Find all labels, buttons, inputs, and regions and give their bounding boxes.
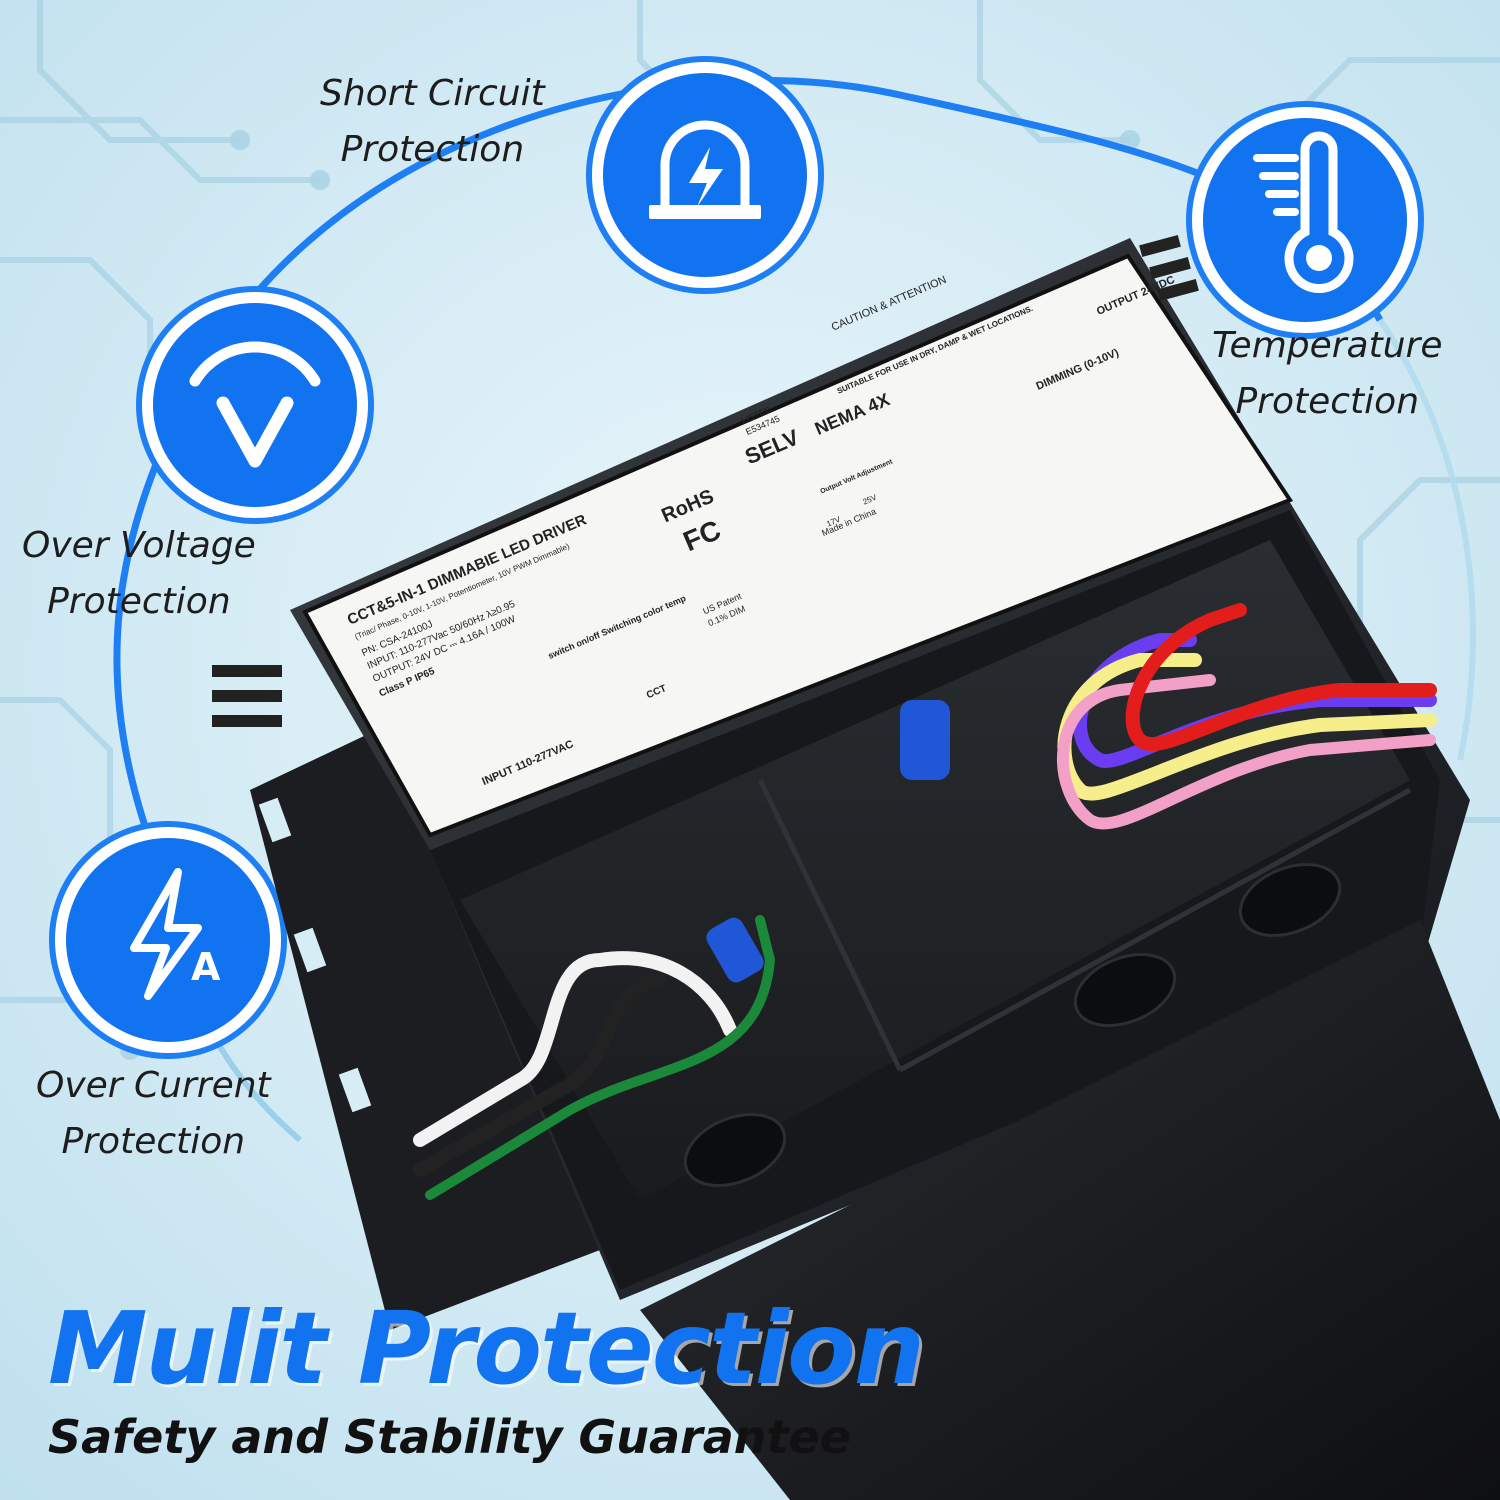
thermometer-icon <box>1186 101 1424 339</box>
headline: Mulit Protection <box>48 1290 925 1407</box>
output-wires <box>900 603 1437 830</box>
subheadline: Safety and Stability Guarantee <box>48 1410 851 1464</box>
voltage-gauge-icon <box>136 286 374 524</box>
feature-line1: Short Circuit <box>320 73 545 114</box>
knockout-holes <box>683 863 1342 1187</box>
alarm-lightning-icon <box>586 56 824 294</box>
driver-lid <box>640 920 1500 1500</box>
feature-line1: Temperature <box>1212 325 1443 366</box>
feature-line1: Over Current <box>36 1065 271 1106</box>
product-label-panel <box>302 253 1294 838</box>
svg-text:A: A <box>191 945 221 989</box>
feature-over-voltage: Over Voltage Protection <box>22 518 256 630</box>
lightning-current-icon: A <box>49 821 287 1059</box>
feature-over-current: Over Current Protection <box>36 1058 271 1170</box>
input-wires <box>413 915 776 1200</box>
feature-line2: Protection <box>340 129 525 170</box>
heat-fins <box>212 235 1199 727</box>
mounting-flange <box>250 700 600 1330</box>
feature-temperature: Temperature Protection <box>1212 318 1443 430</box>
caution-title: CAUTION & ATTENTION <box>830 274 949 334</box>
feature-short-circuit: Short Circuit Protection <box>320 66 545 178</box>
wiring-compartment <box>460 540 1410 1200</box>
feature-line2: Protection <box>1235 381 1420 422</box>
feature-line2: Protection <box>61 1121 246 1162</box>
feature-line2: Protection <box>47 581 231 622</box>
feature-line1: Over Voltage <box>22 525 256 566</box>
